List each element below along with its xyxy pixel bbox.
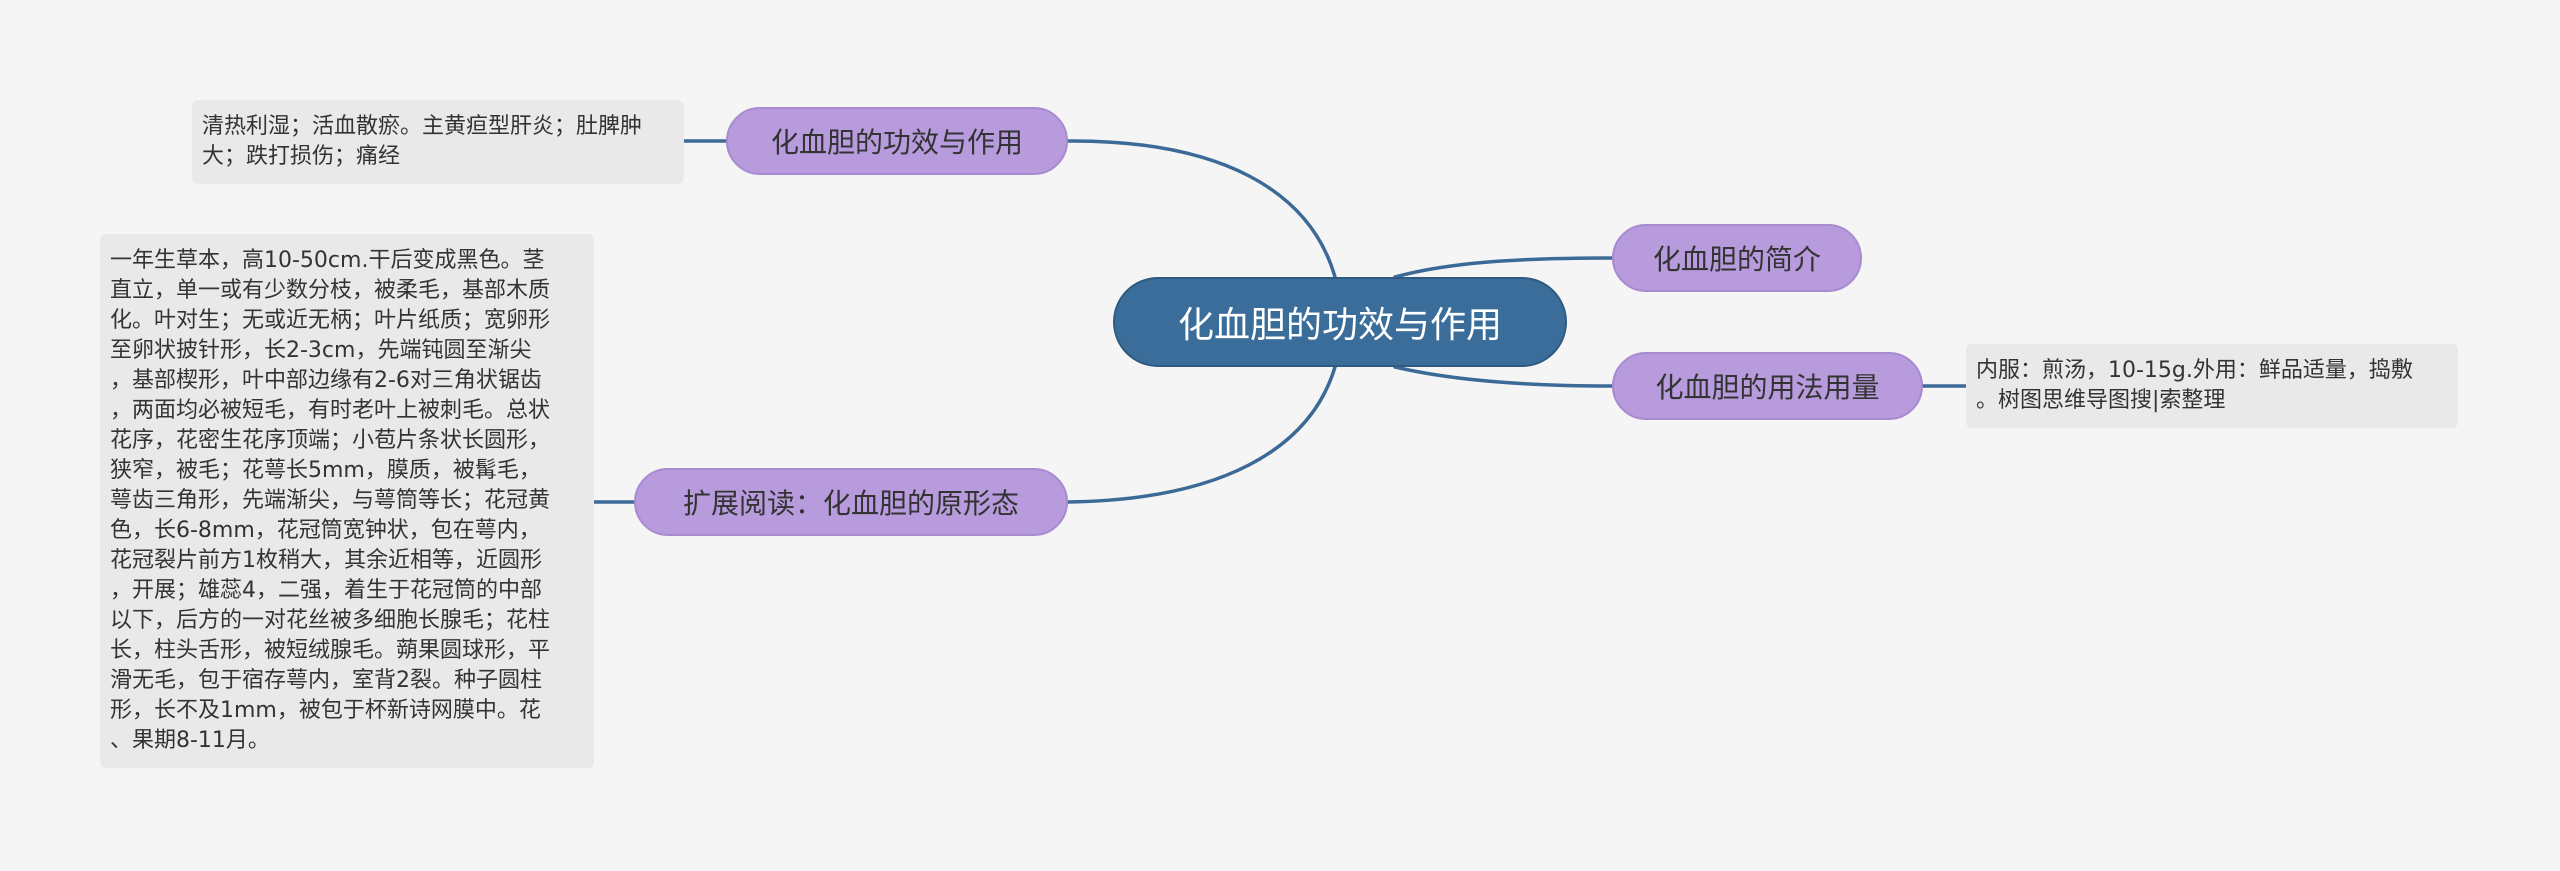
leaf-usage-note[interactable]: 内服：煎汤，10-15g.外用：鲜品适量，捣敷 。树图思维导图搜|索整理 <box>1966 344 2458 428</box>
branch-extended-reading[interactable]: 扩展阅读：化血胆的原形态 <box>634 468 1068 536</box>
leaf-extended-line: 以下，后方的一对花丝被多细胞长腺毛；花柱 <box>110 608 551 633</box>
leaf-usage-line: 内服：煎汤，10-15g.外用：鲜品适量，捣敷 <box>1976 358 2413 383</box>
leaf-extended-line: ，两面均必被短毛，有时老叶上被刺毛。总状 <box>110 398 551 423</box>
leaf-extended-line: 萼齿三角形，先端渐尖，与萼筒等长；花冠黄 <box>110 488 551 513</box>
leaf-extended-line: 花序，花密生花序顶端；小苞片条状长圆形， <box>110 428 551 453</box>
leaf-extended-line: ，基部楔形，叶中部边缘有2-6对三角状锯齿 <box>110 368 542 393</box>
branch-effects-label: 化血胆的功效与作用 <box>770 126 1023 159</box>
leaf-extended-line: 形，长不及1mm，被包于杯新诗网膜中。花 <box>110 698 541 723</box>
leaf-extended-line: 、果期8-11月。 <box>110 728 270 753</box>
leaf-extended-line: 花冠裂片前方1枚稍大，其余近相等，近圆形 <box>110 548 542 573</box>
leaf-extended-line: 直立，单一或有少数分枝，被柔毛，基部木质 <box>110 278 551 303</box>
connector-root-effects <box>1066 139 1337 279</box>
leaf-extended-line: 至卵状披针形，长2-3cm，先端钝圆至渐尖 <box>110 338 532 363</box>
root-topic[interactable]: 化血胆的功效与作用 <box>1113 277 1567 367</box>
root-topic-label: 化血胆的功效与作用 <box>1177 305 1502 346</box>
leaf-extended-note[interactable]: 一年生草本，高10-50cm.干后变成黑色。茎 直立，单一或有少数分枝，被柔毛，… <box>100 234 594 768</box>
leaf-effects-line: 清热利湿；活血散瘀。主黄疸型肝炎；肚脾肿 <box>202 114 643 139</box>
leaf-extended-line: ，开展；雄蕊4，二强，着生于花冠筒的中部 <box>110 578 542 603</box>
leaf-effects-line: 大；跌打损伤；痛经 <box>202 144 401 169</box>
branch-effects[interactable]: 化血胆的功效与作用 <box>726 107 1068 175</box>
leaf-extended-line: 长，柱头舌形，被短绒腺毛。蒴果圆球形，平 <box>110 638 551 663</box>
branch-intro-label: 化血胆的简介 <box>1652 243 1821 276</box>
branch-usage[interactable]: 化血胆的用法用量 <box>1612 352 1923 420</box>
branch-intro[interactable]: 化血胆的简介 <box>1612 224 1862 292</box>
leaf-extended-line: 一年生草本，高10-50cm.干后变成黑色。茎 <box>110 248 545 273</box>
leaf-extended-line: 化。叶对生；无或近无柄；叶片纸质；宽卵形 <box>110 308 551 333</box>
leaf-effects-note[interactable]: 清热利湿；活血散瘀。主黄疸型肝炎；肚脾肿 大；跌打损伤；痛经 <box>192 100 684 184</box>
leaf-extended-line: 色，长6-8mm，花冠筒宽钟状，包在萼内， <box>110 518 541 543</box>
connector-root-extended <box>1066 365 1337 504</box>
connector-root-intro <box>1393 256 1614 279</box>
connector-root-usage <box>1393 365 1614 388</box>
branch-usage-label: 化血胆的用法用量 <box>1655 371 1880 404</box>
branch-extended-label: 扩展阅读：化血胆的原形态 <box>682 487 1019 520</box>
leaf-extended-line: 狭窄，被毛；花萼长5mm，膜质，被髯毛， <box>110 458 541 483</box>
leaf-usage-line: 。树图思维导图搜|索整理 <box>1976 388 2226 413</box>
leaf-extended-line: 滑无毛，包于宿存萼内，室背2裂。种子圆柱 <box>110 668 542 693</box>
